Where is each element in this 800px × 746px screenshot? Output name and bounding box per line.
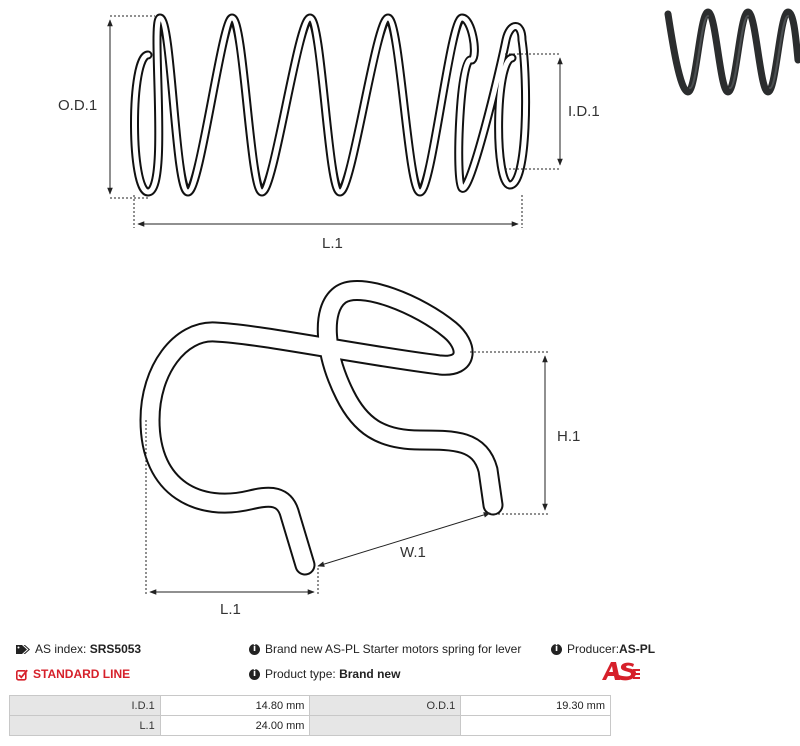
producer-info: i Producer:AS-PL: [551, 642, 655, 656]
height-dimension: [470, 351, 548, 515]
as-logo-mark: [602, 662, 640, 681]
spring-length-dimension: [133, 195, 523, 228]
product-type-label: Product type:: [265, 667, 336, 681]
id-label: I.D.1: [568, 103, 600, 120]
table-row: L.1 24.00 mm: [9, 715, 611, 736]
spec-value: 24.00 mm: [159, 715, 311, 736]
od-dimension: [107, 15, 155, 199]
as-index-value: SRS5053: [89, 642, 142, 656]
info-icon: i: [249, 644, 260, 656]
clip-length-label: L.1: [220, 601, 241, 618]
spec-value: 19.30 mm: [460, 695, 611, 716]
producer-value: AS-PL: [619, 642, 656, 656]
width-label: W.1: [400, 544, 426, 561]
spec-label: [309, 715, 462, 736]
clip-length-dimension: [145, 420, 319, 596]
product-type-info: i Product type: Brand new: [249, 667, 400, 681]
lever-clip-drawing: [139, 280, 504, 576]
spec-label: O.D.1: [309, 695, 462, 716]
id-dimension: [505, 53, 563, 170]
specs-table: I.D.1 14.80 mm O.D.1 19.30 mm L.1 24.00 …: [9, 695, 611, 736]
as-pl-logo: [588, 660, 652, 690]
spec-label: I.D.1: [9, 695, 161, 716]
standard-line-text: STANDARD LINE: [33, 667, 131, 681]
standard-line-badge: STANDARD LINE: [16, 667, 130, 681]
info-icon: i: [551, 644, 562, 656]
description-text: Brand new AS-PL Starter motors spring fo…: [265, 642, 522, 656]
info-icon: i: [249, 669, 260, 681]
tags-icon: [16, 645, 30, 655]
coil-spring-drawing: [130, 13, 531, 197]
table-row: I.D.1 14.80 mm O.D.1 19.30 mm: [9, 695, 611, 716]
spec-value: [460, 715, 611, 736]
spring-product-photo: [664, 0, 800, 98]
as-index-info: AS index: SRS5053: [16, 642, 141, 656]
spec-value: 14.80 mm: [159, 695, 311, 716]
spring-length-label: L.1: [322, 235, 343, 252]
width-dimension: [317, 512, 491, 567]
product-type-value: Brand new: [339, 667, 401, 681]
height-label: H.1: [557, 428, 580, 445]
checkbox-checked-icon: [16, 669, 28, 681]
description-info: i Brand new AS-PL Starter motors spring f…: [249, 642, 521, 656]
technical-drawing: O.D.1 I.D.1 L.1 H.1 W.1 L.1: [58, 13, 600, 618]
producer-label: Producer:: [567, 642, 620, 656]
as-index-label: AS index:: [35, 642, 87, 656]
spec-label: L.1: [9, 715, 161, 736]
od-label: O.D.1: [58, 97, 97, 114]
